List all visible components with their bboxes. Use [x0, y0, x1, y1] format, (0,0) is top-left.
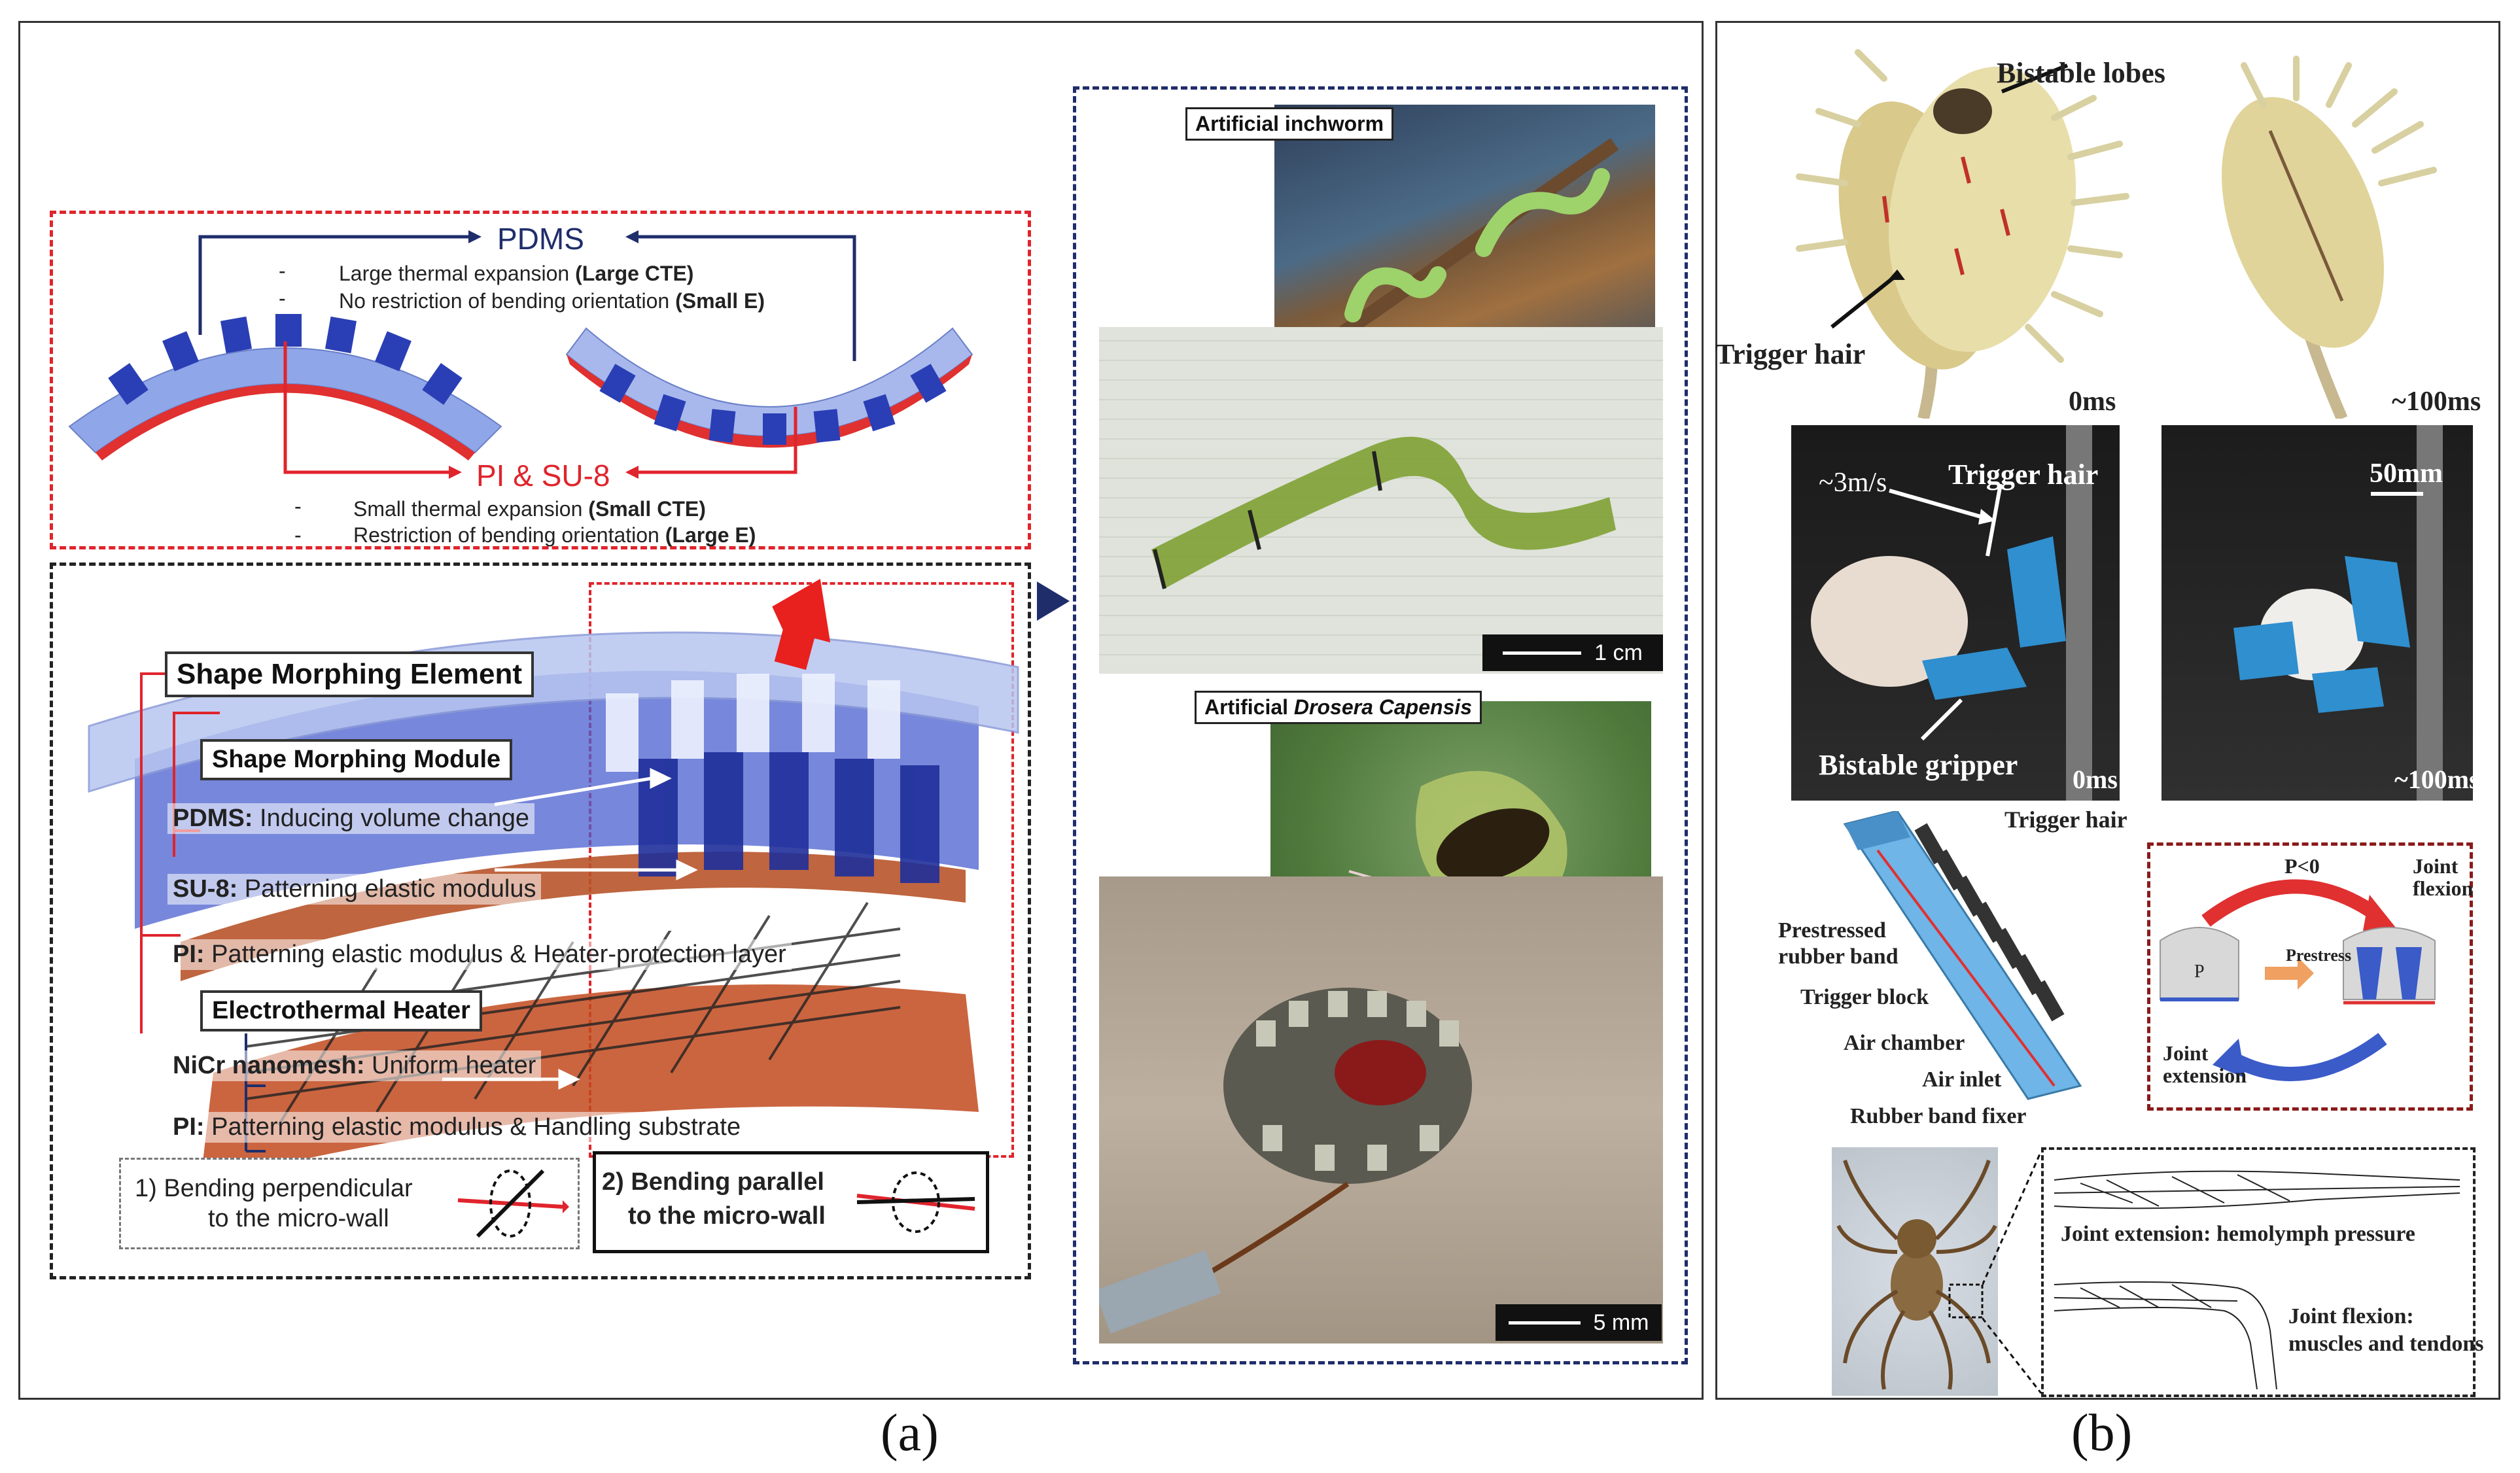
scale-50mm-label: 50mm — [2370, 459, 2443, 489]
panel-b-caption: (b) — [2071, 1404, 2133, 1462]
speed-label: ~3m/s — [1819, 468, 1887, 498]
joint-extension-text: Joint extension: hemolymph pressure — [2061, 1222, 2415, 1246]
joint-actuation-box — [2147, 842, 2473, 1111]
cte-comparison-box — [50, 211, 1031, 549]
bending-perpendicular-line1: 1) Bending perpendicular — [135, 1175, 413, 1202]
scale-bar-5mm: 5 mm — [1496, 1304, 1662, 1341]
artificial-drosera-tag: Artificial Drosera Capensis — [1195, 691, 1482, 724]
zoom-lines — [1982, 1151, 2042, 1394]
artificial-drosera-photo — [1099, 876, 1663, 1343]
spider-photo — [1832, 1147, 1998, 1396]
layer-nicr-label: NiCr nanomesh: Uniform heater — [167, 1050, 542, 1081]
scale-bar-1cm: 1 cm — [1482, 634, 1663, 671]
trigger-block-label: Trigger block — [1800, 985, 1929, 1009]
panel-a-caption: (a) — [881, 1404, 939, 1462]
pressure-p-label: P — [2194, 962, 2205, 982]
time-0ms-label: 0ms — [2069, 387, 2116, 417]
pi-dash-2: - — [294, 523, 302, 547]
trigger-hair-label-1: Trigger hair — [1715, 338, 1866, 370]
artificial-inchworm-tag: Artificial inchworm — [1185, 107, 1394, 141]
layer-pi-label: PI: Patterning elastic modulus & Heater-… — [167, 939, 792, 970]
bending-parallel-line1: 2) Bending parallel — [602, 1168, 824, 1196]
bending-parallel-line2: to the micro-wall — [628, 1202, 826, 1230]
transition-arrow-icon — [1037, 581, 1070, 621]
shape-morphing-module-label: Shape Morphing Module — [200, 739, 513, 780]
venus-flytrap-closed-illustration — [2222, 56, 2437, 419]
air-inlet-label: Air inlet — [1922, 1067, 2002, 1092]
bending-parallel-icon — [856, 1171, 975, 1233]
layer-structure-box — [50, 563, 1031, 1279]
applications-box — [1073, 86, 1688, 1364]
gripper-closed-photo — [2161, 425, 2473, 801]
spider-leg-diagram — [2054, 1170, 2460, 1390]
gripper-arrows — [1889, 483, 2003, 741]
pdms-dash-2: - — [279, 286, 286, 310]
layer-pdms-label: PDMS: Inducing volume change — [167, 803, 534, 834]
pi-property-2: Restriction of bending orientation (Larg… — [353, 523, 756, 547]
rubber-band-fixer-label: Rubber band fixer — [1850, 1104, 2027, 1128]
layer-su8-label: SU-8: Patterning elastic modulus — [167, 874, 542, 905]
bistable-lobes-label: Bistable lobes — [1997, 57, 2165, 89]
time-0ms-label-2: 0ms — [2073, 765, 2118, 794]
joint-flexion-label-2: flexion — [2413, 876, 2474, 900]
joint-flexion-label-1: Joint — [2413, 854, 2459, 878]
gripper-schematic — [1843, 811, 2082, 1100]
pi-dash-1: - — [294, 494, 302, 518]
time-100ms-label-2: ~100ms — [2394, 765, 2479, 794]
joint-extension-label-1: Joint — [2163, 1041, 2209, 1065]
prestressed-label: Prestressed — [1778, 918, 1886, 943]
trigger-hair-label-2: Trigger hair — [1948, 459, 2099, 491]
shape-morphing-element-label: Shape Morphing Element — [165, 651, 534, 697]
joint-flexion-text-1: Joint flexion: — [2288, 1304, 2414, 1328]
bending-perpendicular-icon — [457, 1169, 569, 1238]
spider-leg-box — [2041, 1147, 2476, 1397]
p-more-label: P > 0 — [2355, 1073, 2400, 1096]
joint-flexion-text-2: muscles and tendons — [2288, 1332, 2484, 1356]
venus-flytrap-open-illustration — [1796, 49, 2129, 419]
bistable-gripper-label: Bistable gripper — [1819, 749, 2018, 781]
pdms-property-1: Large thermal expansion (Large CTE) — [339, 262, 694, 285]
pdms-dash-1: - — [279, 259, 286, 283]
electrothermal-heater-label: Electrothermal Heater — [200, 990, 482, 1031]
pdms-title: PDMS — [497, 222, 584, 256]
rubber-band-label: rubber band — [1778, 944, 1899, 969]
air-chamber-label: Air chamber — [1844, 1031, 1965, 1055]
pdms-property-2: No restriction of bending orientation (S… — [339, 289, 765, 313]
pi-property-1: Small thermal expansion (Small CTE) — [353, 497, 706, 521]
time-100ms-label: ~100ms — [2392, 387, 2481, 417]
trigger-hair-label-3: Trigger hair — [2004, 806, 2127, 833]
pdms-arrow-diagram — [68, 230, 973, 479]
prestress-label: Prestress — [2286, 946, 2352, 965]
layer-pi-substrate-label: PI: Patterning elastic modulus & Handlin… — [167, 1112, 746, 1143]
p-less-label: P<0 — [2284, 854, 2320, 878]
gripper-open-photo — [1791, 425, 2120, 801]
bending-perpendicular-line2: to the micro-wall — [208, 1205, 389, 1232]
joint-actuation-diagram — [2160, 879, 2436, 1081]
joint-extension-label-2: extension — [2163, 1064, 2247, 1087]
artificial-inchworm-photo — [1099, 327, 1663, 674]
pi-su8-title: PI & SU-8 — [476, 459, 610, 493]
